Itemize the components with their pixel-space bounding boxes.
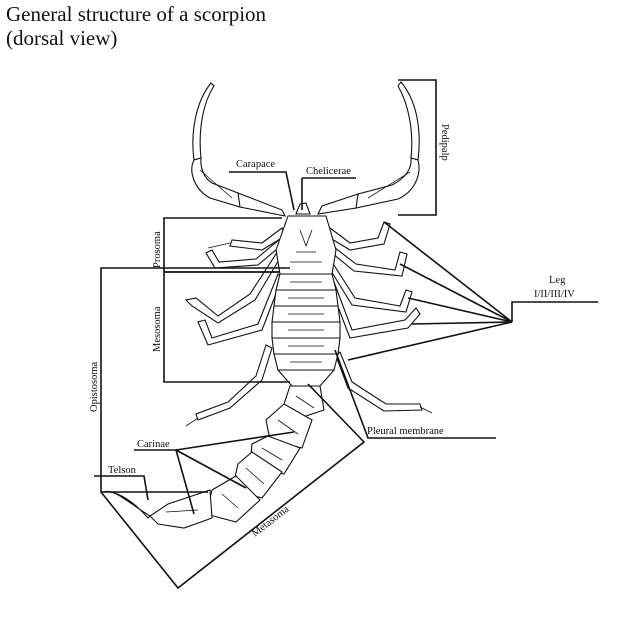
label-opistosoma: Opistosoma xyxy=(89,361,100,412)
opistosoma-bracket xyxy=(100,267,290,493)
metasoma-bracket xyxy=(100,383,366,590)
leader-lines xyxy=(94,79,598,590)
pedipalp-left xyxy=(191,82,286,217)
mesosoma-segments xyxy=(271,273,341,387)
label-mesosoma: Mesosoma xyxy=(152,306,163,352)
label-telson: Telson xyxy=(108,465,137,476)
pedipalp-leader xyxy=(398,79,437,216)
label-chelicerae: Chelicerae xyxy=(306,166,351,177)
label-leg: Leg xyxy=(549,275,566,286)
pleural-membrane-leader xyxy=(334,349,496,439)
diagram-title: General structure of a scorpion (dorsal … xyxy=(6,2,266,50)
title-line-1: General structure of a scorpion xyxy=(6,2,267,26)
label-prosoma: Prosoma xyxy=(152,231,163,268)
label-metasoma: Metasoma xyxy=(250,504,292,540)
legs-left xyxy=(184,227,286,427)
carapace-leader xyxy=(229,171,295,211)
scorpion-illustration xyxy=(103,81,433,529)
mesosoma-bracket xyxy=(163,271,290,383)
chelicerae-shape xyxy=(295,202,311,215)
metasoma-segments xyxy=(103,385,325,529)
leg-leaders xyxy=(347,221,598,361)
chelicerae-leader xyxy=(301,177,356,210)
telson-leader xyxy=(94,475,149,501)
legs-right xyxy=(326,221,433,414)
label-carinae: Carinae xyxy=(137,439,170,450)
title-line-2: (dorsal view) xyxy=(6,26,118,50)
label-pedipalp: Pedipalp xyxy=(439,124,450,161)
label-pleural-membrane: Pleural membrane xyxy=(367,426,444,437)
carinae-leaders xyxy=(134,431,295,515)
label-leg-numbers: I/II/III/IV xyxy=(534,289,575,300)
label-carapace: Carapace xyxy=(236,159,275,170)
pedipalp-right xyxy=(317,81,420,215)
